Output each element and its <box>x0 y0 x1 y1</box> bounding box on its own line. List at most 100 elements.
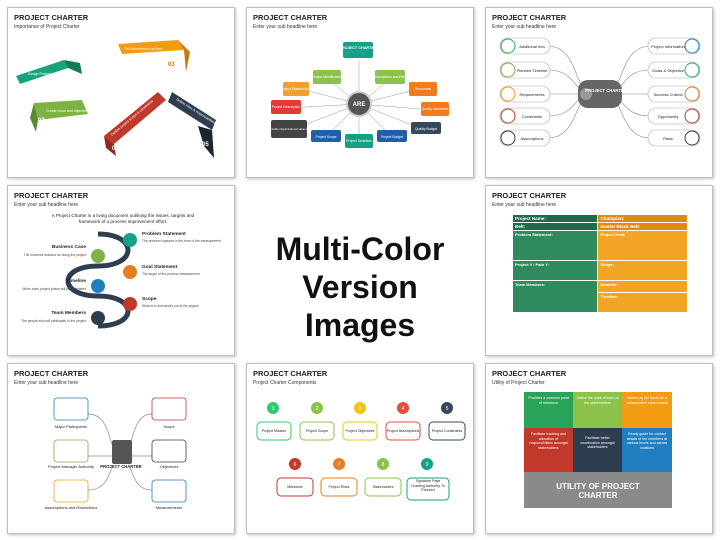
goal-icon <box>123 265 137 279</box>
assumptions-box <box>53 479 89 503</box>
pin-7: 7 <box>338 462 341 468</box>
measurements-box <box>151 479 187 503</box>
puzzle-grid: Provides a common point of reference Def… <box>524 392 672 508</box>
problem-icon <box>123 233 137 247</box>
ribbons-diagram: Assign Project Lead 01 Create focus and … <box>16 40 217 158</box>
slide-are-hub[interactable]: PROJECT CHARTER Enter your sub headline … <box>246 7 474 178</box>
slide-importance[interactable]: PROJECT CHARTER Importance of Project Ch… <box>7 7 235 178</box>
right-head-1: Problem Statement <box>142 231 186 237</box>
item-authority: Project Manager Authority <box>48 464 94 469</box>
puzzle-piece-2: Define the roles of each of the stakehol… <box>573 392 622 428</box>
node-resources <box>409 82 437 96</box>
ribbon-01-num: 01 <box>68 71 75 77</box>
hub-diagram: PROJECT CHARTER ARE Project Stakeholders… <box>264 42 449 148</box>
top-node-text: PROJECT CHARTER <box>339 46 377 50</box>
icon-hub-diagram: PROJECT CHARTER Major Participants Scope… <box>45 397 187 510</box>
ribbon-02 <box>34 100 88 120</box>
slide-title: PROJECT CHARTER <box>492 191 567 200</box>
node-quality-budget-text: Quality Budget <box>415 127 437 131</box>
ribbon-01 <box>16 60 68 84</box>
item-measurements: Measurements <box>156 505 182 510</box>
node-description-text: Project Description <box>272 105 301 109</box>
hub-text: ARE <box>353 102 366 108</box>
scope-box <box>151 397 187 421</box>
business-case-icon <box>91 249 105 263</box>
component-6: Milestone <box>287 485 302 489</box>
authority-box <box>53 439 89 463</box>
right-head-2: Goal Statement <box>142 264 178 270</box>
slide-subtitle: Enter your sub headline here <box>492 24 557 30</box>
slide-charter-table[interactable]: PROJECT CHARTER Enter your sub headline … <box>485 185 713 356</box>
objectives-box <box>151 439 187 463</box>
ribbon-04 <box>104 92 166 144</box>
left-desc-2: When each project phase will be complete… <box>22 287 86 291</box>
node-budget-text: Project Budget <box>381 135 403 139</box>
hub-circle <box>346 91 372 117</box>
left-head-1: Business Case <box>52 244 86 250</box>
left-item-3: Requirements <box>520 92 545 97</box>
cell-project-y: Project Y / Path Y: <box>511 260 599 281</box>
right-item-5: Risks <box>663 136 673 141</box>
cell-team: Team Members: <box>511 280 599 313</box>
slide-utility-puzzle[interactable]: PROJECT CHARTER Utility of Project Chart… <box>485 363 713 534</box>
cell-timeline: Timeline: <box>597 292 688 313</box>
ribbon-04-num: 04 <box>112 146 119 152</box>
item-objectives: Objectives <box>160 464 179 469</box>
component-7: Project Risks <box>329 485 350 489</box>
cell-goal: Project Goal: <box>597 230 688 261</box>
right-desc-1: The problem captures in the form of the … <box>142 239 221 243</box>
ribbon-02-text: Create focus and objectives <box>46 109 89 113</box>
slide-living-document[interactable]: PROJECT CHARTER Enter your sub headline … <box>7 185 235 356</box>
slide-title: PROJECT CHARTER <box>492 369 567 378</box>
right-items: Project Information Goals & Objective Su… <box>647 37 701 147</box>
cell-project-name: Project Name: <box>511 214 599 223</box>
hub-text: PROJECT CHARTER <box>100 464 141 469</box>
heading-line-1: Multi-Color <box>275 231 445 267</box>
team-members-icon <box>91 311 105 325</box>
slide-title: PROJECT CHARTER <box>253 369 328 378</box>
slide-components[interactable]: PROJECT CHARTER Project Charter Componen… <box>246 363 474 534</box>
ribbon-04-text: Outline project scope & constraints <box>110 99 154 137</box>
node-mov-text: Measurable Organizational value (MOV) <box>264 127 314 131</box>
node-description <box>271 100 301 114</box>
node-identification-text: Project Identification <box>312 75 343 79</box>
component-2: Project Scope <box>306 429 328 433</box>
node-schedule-text: Project Schedule <box>346 139 372 143</box>
right-item-3: Success Criteria <box>653 92 683 97</box>
slide-title: PROJECT CHARTER <box>14 191 89 200</box>
left-items: Additional Info Planned Timeline Require… <box>499 37 551 147</box>
pin-1: 1 <box>272 406 275 412</box>
left-item-4: Constraints <box>522 114 542 119</box>
node-stakeholders-text: Project Stakeholders <box>280 87 312 91</box>
right-head-3: Scope <box>142 296 157 302</box>
cell-belt: Belt: <box>511 222 599 231</box>
node-quality-standards-text: Quality Standards <box>422 107 449 111</box>
puzzle-piece-4: Facilitate tracking and allocation of re… <box>524 428 573 472</box>
slide-charter-icons[interactable]: PROJECT CHARTER Enter your sub headline … <box>7 363 235 534</box>
left-item-5: Assumptions <box>521 136 544 141</box>
item-participants: Major Participants <box>55 424 87 429</box>
pin-3: 3 <box>359 406 362 412</box>
snake-diagram: Problem Statement The problem captures i… <box>21 231 221 329</box>
cell-master-belt: Master Black Belt: <box>597 222 688 231</box>
left-desc-1: The business reasons for doing the proje… <box>24 253 86 257</box>
top-node <box>343 42 373 58</box>
puzzle-piece-6: Ready guide for contact details of the m… <box>622 428 672 472</box>
right-item-4: Opportunity <box>658 114 679 119</box>
left-item-2: Planned Timeline <box>517 68 548 73</box>
pin-9: 9 <box>426 462 429 468</box>
ribbon-03-num: 03 <box>168 62 175 68</box>
cell-benefits: Benefits: <box>597 280 688 293</box>
ribbon-01-text: Assign Project Lead <box>28 72 59 76</box>
intro-text: A Project Charter is a living document o… <box>51 213 195 224</box>
node-resources-text: Resources <box>415 87 432 91</box>
slide-subtitle: Enter your sub headline here <box>253 24 318 30</box>
slide-title: PROJECT CHARTER <box>492 13 567 22</box>
right-desc-3: What is in and what's out of the project <box>142 304 199 308</box>
slide-subtitle: Utility of Project Charter <box>492 380 545 386</box>
ribbon-02-num: 02 <box>38 118 45 124</box>
slide-info-gears[interactable]: PROJECT CHARTER Enter your sub headline … <box>485 7 713 178</box>
left-desc-3: The people who will participate in the p… <box>21 319 86 323</box>
node-quality-budget <box>411 122 441 134</box>
components-diagram: 1 Project Mission 2 Project Scope 3 Proj… <box>256 402 466 501</box>
